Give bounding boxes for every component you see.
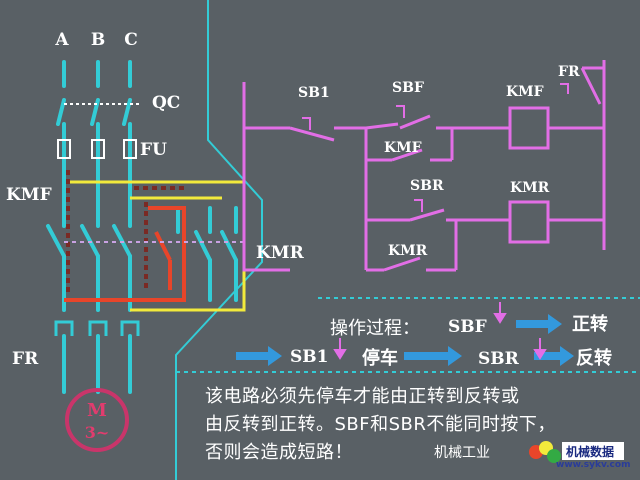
kmf-coil-label: KMF bbox=[506, 84, 544, 100]
arrow-forward bbox=[516, 314, 562, 334]
qc-label: QC bbox=[152, 93, 180, 113]
fr-power-label: FR bbox=[12, 349, 39, 369]
arrow-reverse bbox=[534, 346, 574, 366]
sequence-arrows bbox=[236, 314, 574, 366]
kmr-power-label: KMR bbox=[256, 243, 305, 263]
fr-blocks bbox=[54, 320, 140, 336]
dashed-traces bbox=[66, 170, 184, 296]
note-line-2: 由反转到正转。SBF和SBR不能同时按下， bbox=[205, 414, 556, 435]
sb1-control-label: SB1 bbox=[298, 85, 330, 101]
motor-circle bbox=[65, 388, 129, 452]
reverse-contacts bbox=[64, 206, 186, 302]
op-reverse: 反转 bbox=[576, 347, 612, 369]
phase-label-c: C bbox=[124, 30, 138, 50]
push-arrows bbox=[333, 302, 547, 360]
watermark-logo-icon: 机械数据 bbox=[529, 441, 624, 463]
op-sbr: SBR bbox=[478, 349, 520, 369]
kmf-power-label: KMF bbox=[6, 185, 52, 205]
divider-lines bbox=[175, 0, 640, 480]
op-sb1: SB1 bbox=[290, 347, 328, 367]
op-stop: 停车 bbox=[362, 347, 398, 369]
arrow-sbr bbox=[404, 346, 462, 366]
control-button-stems bbox=[302, 83, 569, 212]
watermark-site: www.sykv.com bbox=[556, 460, 631, 470]
fuses bbox=[57, 139, 137, 159]
op-sbf: SBF bbox=[448, 317, 487, 337]
svg-text:机械数据: 机械数据 bbox=[566, 444, 614, 459]
note-line-1: 该电路必须先停车才能由正转到反转或 bbox=[205, 386, 520, 407]
watermark-text: 机械工业 bbox=[434, 445, 490, 461]
sbr-control-label: SBR bbox=[410, 178, 444, 194]
sbf-control-label: SBF bbox=[392, 80, 424, 96]
motor-label: M bbox=[87, 400, 107, 421]
control-wires bbox=[242, 60, 606, 272]
kmr-contact-label: KMR bbox=[388, 243, 428, 259]
phase-label-a: A bbox=[54, 30, 69, 50]
fr-control-label: FR bbox=[558, 64, 580, 80]
phase-label-b: B bbox=[91, 30, 105, 50]
kmf-contact-label: KMF bbox=[384, 140, 422, 156]
op-forward: 正转 bbox=[572, 313, 608, 335]
kmr-coil-label: KMR bbox=[510, 180, 550, 196]
note-line-3: 否则会造成短路！ bbox=[205, 442, 353, 463]
operation-label: 操作过程： bbox=[330, 318, 420, 339]
motor-sub-label: 3~ bbox=[85, 423, 110, 442]
fu-label: FU bbox=[140, 140, 167, 160]
arrow-sb1 bbox=[236, 346, 282, 366]
